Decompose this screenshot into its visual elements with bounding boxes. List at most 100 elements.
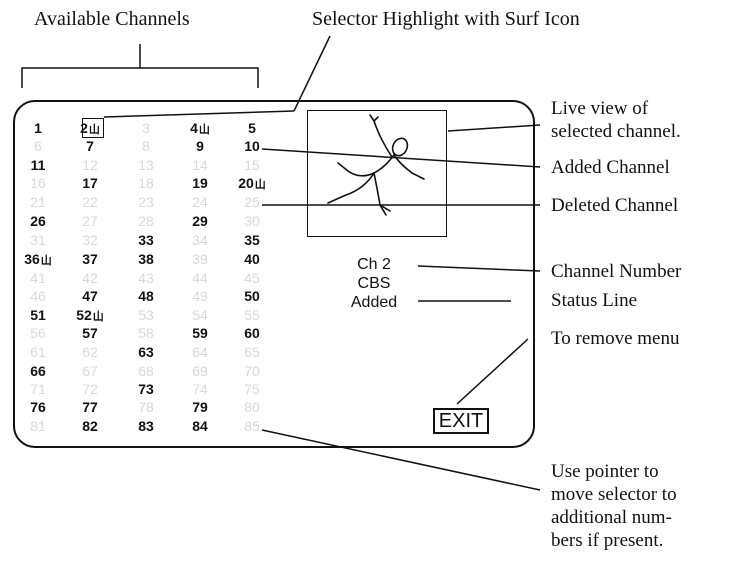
channel-number-text: 22 (82, 194, 98, 210)
channel-79[interactable]: 79 (192, 399, 208, 415)
channel-12[interactable]: 12 (82, 157, 98, 173)
channel-3[interactable]: 3 (142, 120, 150, 136)
channel-68[interactable]: 68 (138, 363, 154, 379)
channel-number-text: 53 (138, 307, 154, 323)
channel-number-text: 42 (82, 270, 98, 286)
channel-23[interactable]: 23 (138, 194, 154, 210)
channel-25[interactable]: 25 (244, 194, 260, 210)
channel-53[interactable]: 53 (138, 307, 154, 323)
channel-57[interactable]: 57 (82, 325, 98, 341)
channel-number-text: 26 (30, 213, 46, 229)
channel-56[interactable]: 56 (30, 325, 46, 341)
channel-47[interactable]: 47 (82, 288, 98, 304)
channel-72[interactable]: 72 (82, 381, 98, 397)
channel-73[interactable]: 73 (138, 381, 154, 397)
channel-78[interactable]: 78 (138, 399, 154, 415)
channel-66[interactable]: 66 (30, 363, 46, 379)
channel-number-text: 78 (138, 399, 154, 415)
channel-63[interactable]: 63 (138, 344, 154, 360)
channel-67[interactable]: 67 (82, 363, 98, 379)
channel-31[interactable]: 31 (30, 232, 46, 248)
channel-71[interactable]: 71 (30, 381, 46, 397)
channel-74[interactable]: 74 (192, 381, 208, 397)
channel-14[interactable]: 14 (192, 157, 208, 173)
channel-21[interactable]: 21 (30, 194, 46, 210)
channel-number-text: 14 (192, 157, 208, 173)
channel-27[interactable]: 27 (82, 213, 98, 229)
channel-7[interactable]: 7 (86, 138, 94, 154)
channel-35[interactable]: 35 (244, 232, 260, 248)
channel-76[interactable]: 76 (30, 399, 46, 415)
channel-22[interactable]: 22 (82, 194, 98, 210)
channel-5[interactable]: 5 (248, 120, 256, 136)
channel-83[interactable]: 83 (138, 418, 154, 434)
channel-43[interactable]: 43 (138, 270, 154, 286)
channel-52[interactable]: 52山 (76, 307, 104, 324)
channel-62[interactable]: 62 (82, 344, 98, 360)
channel-82[interactable]: 82 (82, 418, 98, 434)
channel-58[interactable]: 58 (138, 325, 154, 341)
channel-40[interactable]: 40 (244, 251, 260, 267)
channel-70[interactable]: 70 (244, 363, 260, 379)
channel-61[interactable]: 61 (30, 344, 46, 360)
channel-20[interactable]: 20山 (238, 175, 266, 192)
channel-44[interactable]: 44 (192, 270, 208, 286)
channel-64[interactable]: 64 (192, 344, 208, 360)
channel-34[interactable]: 34 (192, 232, 208, 248)
channel-85[interactable]: 85 (244, 418, 260, 434)
channel-60[interactable]: 60 (244, 325, 260, 341)
channel-6[interactable]: 6 (34, 138, 42, 154)
channel-75[interactable]: 75 (244, 381, 260, 397)
channel-69[interactable]: 69 (192, 363, 208, 379)
channel-38[interactable]: 38 (138, 251, 154, 267)
channel-13[interactable]: 13 (138, 157, 154, 173)
channel-80[interactable]: 80 (244, 399, 260, 415)
channel-49[interactable]: 49 (192, 288, 208, 304)
channel-46[interactable]: 46 (30, 288, 46, 304)
channel-18[interactable]: 18 (138, 175, 154, 191)
channel-39[interactable]: 39 (192, 251, 208, 267)
channel-50[interactable]: 50 (244, 288, 260, 304)
channel-51[interactable]: 51 (30, 307, 46, 323)
channel-36[interactable]: 36山 (24, 251, 52, 268)
channel-42[interactable]: 42 (82, 270, 98, 286)
channel-8[interactable]: 8 (142, 138, 150, 154)
channel-55[interactable]: 55 (244, 307, 260, 323)
channel-26[interactable]: 26 (30, 213, 46, 229)
channel-17[interactable]: 17 (82, 175, 98, 191)
channel-77[interactable]: 77 (82, 399, 98, 415)
channel-2[interactable]: 2山 (80, 120, 100, 137)
channel-number-text: 13 (138, 157, 154, 173)
channel-59[interactable]: 59 (192, 325, 208, 341)
channel-9[interactable]: 9 (196, 138, 204, 154)
channel-number-text: 24 (192, 194, 208, 210)
channel-number-text: 21 (30, 194, 46, 210)
channel-84[interactable]: 84 (192, 418, 208, 434)
channel-4[interactable]: 4山 (190, 120, 210, 137)
channel-33[interactable]: 33 (138, 232, 154, 248)
channel-30[interactable]: 30 (244, 213, 260, 229)
exit-button[interactable]: EXIT (433, 408, 489, 434)
channel-number-text: 8 (142, 138, 150, 154)
channel-15[interactable]: 15 (244, 157, 260, 173)
surf-icon: 山 (255, 179, 266, 191)
channel-1[interactable]: 1 (34, 120, 42, 136)
channel-24[interactable]: 24 (192, 194, 208, 210)
channel-45[interactable]: 45 (244, 270, 260, 286)
channel-54[interactable]: 54 (192, 307, 208, 323)
channel-28[interactable]: 28 (138, 213, 154, 229)
channel-65[interactable]: 65 (244, 344, 260, 360)
channel-number-text: 65 (244, 344, 260, 360)
channel-32[interactable]: 32 (82, 232, 98, 248)
channel-48[interactable]: 48 (138, 288, 154, 304)
channel-16[interactable]: 16 (30, 175, 46, 191)
channel-37[interactable]: 37 (82, 251, 98, 267)
channel-29[interactable]: 29 (192, 213, 208, 229)
channel-81[interactable]: 81 (30, 418, 46, 434)
channel-19[interactable]: 19 (192, 175, 208, 191)
skater-icon (308, 111, 445, 235)
channel-41[interactable]: 41 (30, 270, 46, 286)
channel-10[interactable]: 10 (244, 138, 260, 154)
channel-11[interactable]: 11 (31, 157, 46, 173)
